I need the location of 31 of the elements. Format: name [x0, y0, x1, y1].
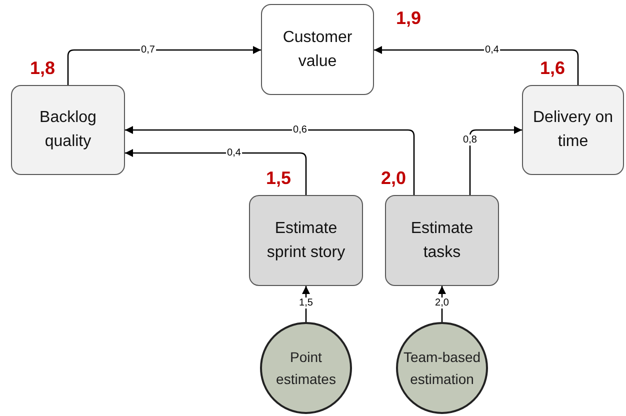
edge-label: 2,0: [434, 298, 450, 308]
node-label: Backlog quality: [38, 108, 98, 152]
arrow: [125, 126, 415, 195]
process-box: [249, 195, 363, 286]
score-label: 1,6: [540, 58, 566, 78]
arrow: [302, 286, 310, 322]
node-label: Delivery on time: [532, 108, 614, 152]
node-label: Estimate tasks: [410, 218, 474, 262]
score-label: 1,9: [396, 8, 422, 28]
node-label: Estimate sprint story: [266, 218, 346, 262]
arrow: [438, 286, 446, 322]
arrow: [125, 149, 307, 195]
arrow: [469, 126, 522, 195]
process-box: [522, 85, 624, 175]
arrow: [374, 46, 579, 85]
score-label: 2,0: [381, 168, 406, 188]
edge-label: 0,7: [140, 44, 156, 56]
process-box: [11, 85, 125, 175]
edge-label: 1,5: [298, 298, 314, 308]
edge-label: 0,6: [292, 124, 308, 136]
edge-label: 0,4: [484, 44, 500, 56]
score-label: 1,8: [30, 58, 56, 78]
node-label: Team-based estimation: [402, 348, 482, 389]
edge-label: 0,4: [226, 148, 242, 158]
node-label: Point estimates: [275, 348, 337, 389]
score-label: 1,5: [266, 168, 292, 188]
arrow: [67, 46, 261, 85]
edge-label: 0,8: [462, 134, 478, 146]
process-box: [261, 4, 374, 95]
process-box: [385, 195, 499, 286]
node-label: Customer value: [282, 28, 354, 72]
